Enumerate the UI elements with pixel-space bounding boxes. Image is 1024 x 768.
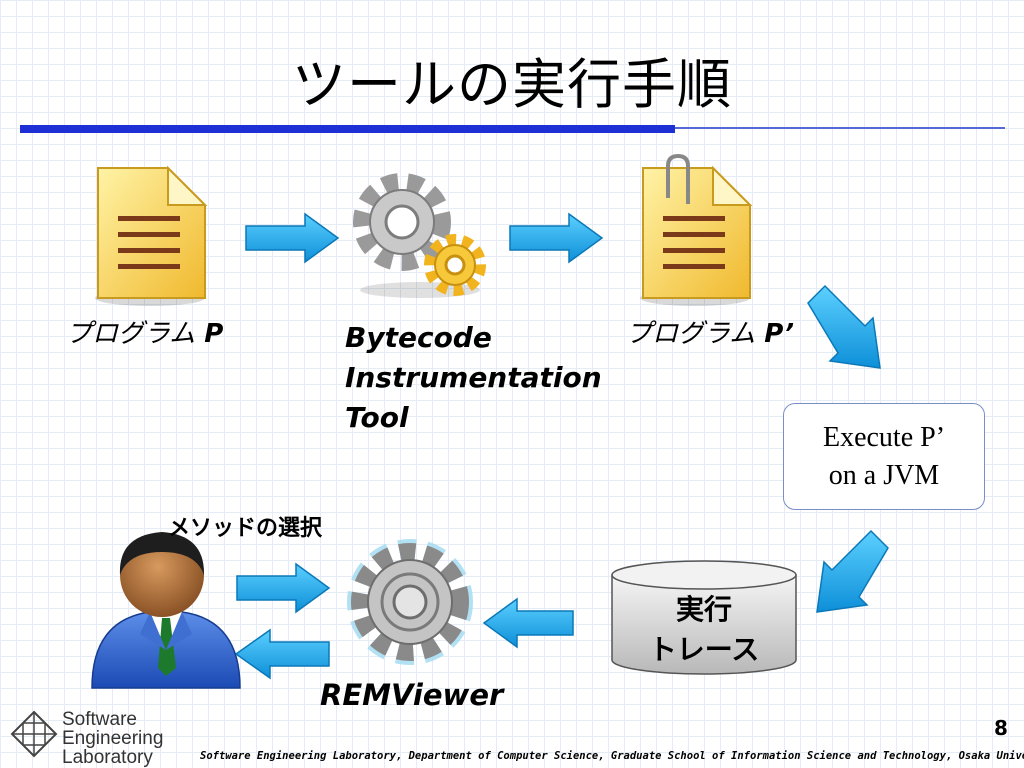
label-program-p2-ja: プログラム bbox=[626, 319, 756, 349]
label-tool: Bytecode Instrumentation Tool bbox=[345, 318, 602, 438]
execute-box: Execute P’ on a JVM bbox=[783, 403, 985, 510]
arrow-left-viewer-to-user bbox=[234, 628, 330, 680]
document-icon-p bbox=[95, 165, 208, 306]
footer-text: Software Engineering Laboratory, Departm… bbox=[200, 750, 1024, 762]
viewer-label: REMViewer bbox=[320, 678, 504, 712]
title-rule-thick bbox=[20, 125, 675, 133]
label-tool-line3: Tool bbox=[345, 401, 409, 434]
logo-line1: Software bbox=[62, 709, 137, 730]
execute-line2: on a JVM bbox=[828, 459, 940, 491]
label-program-p2-suffix: P’ bbox=[755, 319, 794, 349]
method-select-label: メソッドの選択 bbox=[168, 516, 323, 541]
trace-line2: トレース bbox=[648, 633, 760, 666]
logo-line2: Engineering bbox=[62, 728, 164, 749]
label-program-p: プログラム P bbox=[66, 313, 223, 350]
selab-logo-text: Software Engineering Laboratory bbox=[62, 710, 163, 767]
trace-line1: 実行 bbox=[675, 593, 732, 626]
label-tool-line1: Bytecode bbox=[345, 321, 492, 354]
logo-line3: Laboratory bbox=[62, 747, 153, 768]
label-program-p2: プログラム P’ bbox=[626, 313, 794, 350]
label-tool-line2: Instrumentation bbox=[345, 361, 602, 394]
arrow-down-left bbox=[816, 529, 889, 613]
label-program-p-ja: プログラム bbox=[66, 319, 196, 349]
arrow-right-user-to-viewer bbox=[236, 562, 331, 614]
arrow-down-right bbox=[807, 284, 881, 369]
gears-icon bbox=[353, 173, 486, 298]
label-program-p-suffix: P bbox=[195, 319, 224, 349]
user-icon bbox=[91, 532, 241, 689]
slide-title: ツールの実行手順 bbox=[292, 53, 732, 116]
arrow-left-trace bbox=[482, 597, 574, 649]
selab-logo-icon bbox=[10, 710, 58, 758]
page-number: 8 bbox=[994, 716, 1008, 740]
arrow-right-1 bbox=[245, 212, 340, 264]
title-rule-thin bbox=[675, 127, 1005, 129]
trace-label: 実行 トレース bbox=[612, 590, 796, 670]
arrow-right-2 bbox=[509, 212, 604, 264]
execute-line1: Execute P’ bbox=[822, 421, 946, 453]
document-clip-icon-p2 bbox=[640, 153, 753, 306]
viewer-gear-icon bbox=[347, 539, 473, 665]
trace-database-icon bbox=[611, 560, 797, 675]
